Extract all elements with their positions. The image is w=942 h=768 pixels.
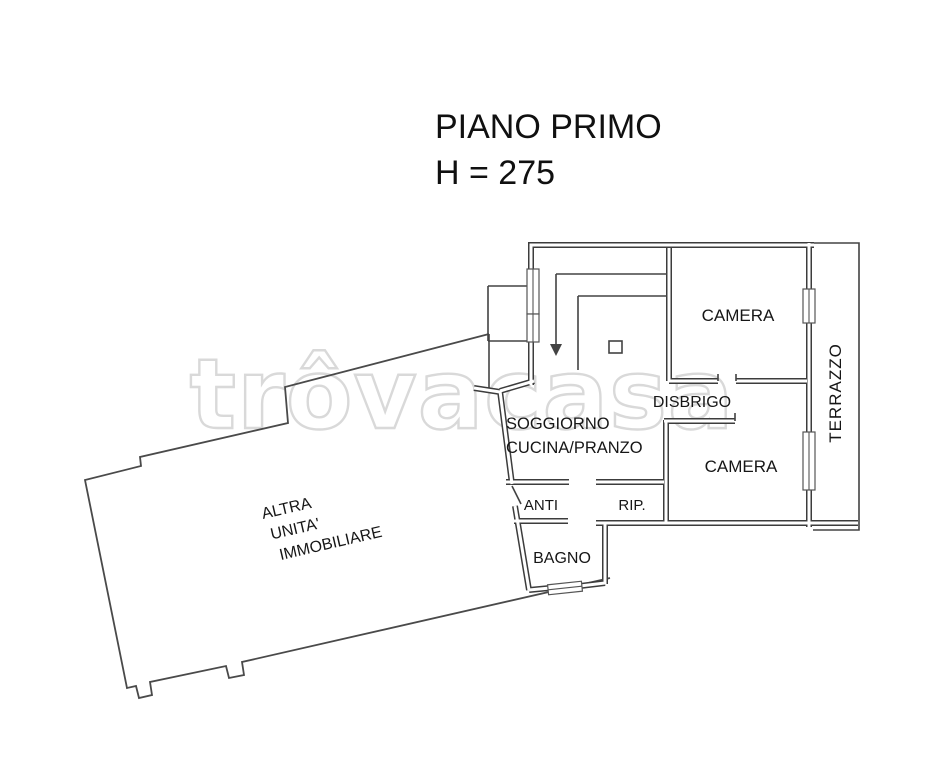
anti-door-leaf bbox=[511, 485, 522, 505]
windows bbox=[526, 268, 816, 596]
room-label-soggiorno-line2: CUCINA/PRANZO bbox=[506, 439, 643, 457]
other-unit-outline bbox=[83, 333, 611, 700]
pillar bbox=[608, 340, 623, 354]
room-label-camera-1: CAMERA bbox=[702, 306, 775, 325]
window-bagno bbox=[546, 580, 584, 596]
stairs bbox=[550, 273, 667, 370]
room-label-soggiorno-line1: SOGGIORNO bbox=[506, 415, 610, 433]
door-jamb-stubs bbox=[717, 374, 737, 421]
room-label-altra-unita: ALTRA UNITA' IMMOBILIARE bbox=[260, 495, 384, 564]
room-label-camera-2: CAMERA bbox=[705, 457, 778, 476]
page-title: PIANO PRIMO bbox=[435, 108, 662, 146]
stair-direction-arrow-icon bbox=[550, 344, 562, 356]
trovacasa-watermark: trôvacasa bbox=[190, 338, 735, 451]
room-label-terrazzo: TERRAZZO bbox=[826, 343, 845, 443]
room-label-disbrigo: DISBRIGO bbox=[653, 394, 731, 411]
room-label-rip: RIP. bbox=[618, 497, 645, 514]
room-label-bagno: BAGNO bbox=[533, 550, 591, 567]
apartment-walls-inner bbox=[473, 243, 858, 592]
room-labels: CAMERA DISBRIGO SOGGIORNO CUCINA/PRANZO … bbox=[260, 306, 845, 567]
terrazzo-outline bbox=[813, 242, 860, 531]
facade-ledge-lines bbox=[487, 285, 531, 342]
page-subtitle-height: H = 275 bbox=[435, 154, 555, 192]
room-label-anti: ANTI bbox=[524, 497, 558, 514]
title-block: PIANO PRIMO H = 275 bbox=[435, 108, 662, 192]
